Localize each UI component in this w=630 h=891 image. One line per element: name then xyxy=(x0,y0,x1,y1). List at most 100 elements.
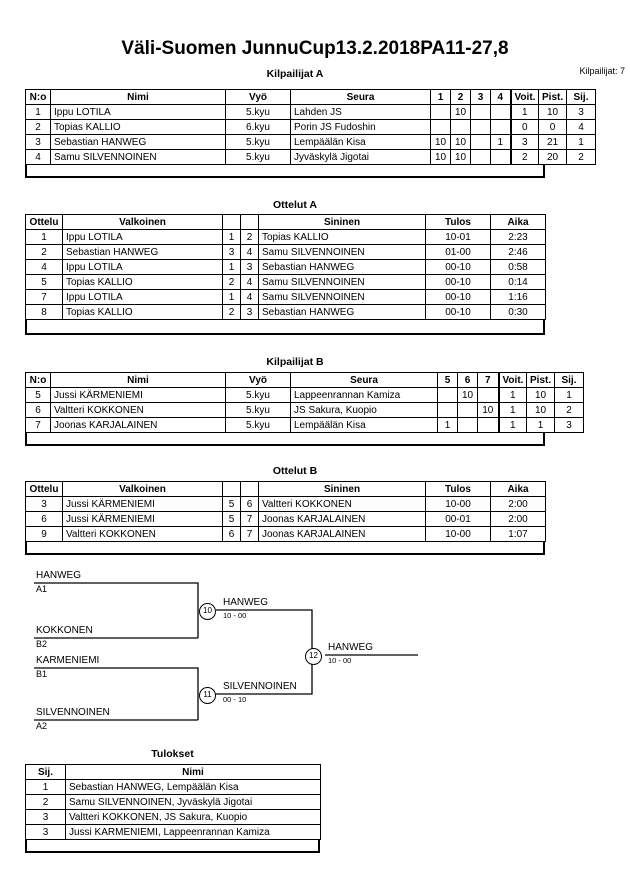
col-result: Tulos xyxy=(425,214,491,230)
table-row: 7 Joonas KARJALAINEN 5.kyu Lempäälän Kis… xyxy=(25,417,584,433)
table-row: 8 Topias KALLIO 2 3 Sebastian HANWEG 00-… xyxy=(25,304,546,320)
cell-wins: 0 xyxy=(509,119,539,135)
cell-white-no: 3 xyxy=(222,244,241,260)
cell-rank: 3 xyxy=(25,824,66,840)
cell-m7: 10 xyxy=(477,402,499,418)
cell-blue-no: 4 xyxy=(240,274,259,290)
cell-name: Sebastian HANWEG xyxy=(50,134,226,150)
cell-match: 8 xyxy=(25,304,63,320)
cell-white: Topias KALLIO xyxy=(62,304,223,320)
cell-m7 xyxy=(477,417,499,433)
pool-a-caption: Kilpailijat A xyxy=(266,68,324,80)
pool-a-table: N:o Nimi Vyö Seura 1 2 3 4 Voit. Pist. S… xyxy=(25,89,596,165)
entrants-count: Kilpailijat: 7 xyxy=(579,66,625,76)
matches-b-caption: Ottelut B xyxy=(272,465,318,477)
cell-blue: Samu SILVENNOINEN xyxy=(258,244,426,260)
bracket-seed-name-b2: KOKKONEN xyxy=(36,625,93,636)
cell-club: Jyväskylä Jigotai xyxy=(290,149,431,165)
col-time: Aika xyxy=(490,481,546,497)
cell-match: 6 xyxy=(25,511,63,527)
col-blue: Sininen xyxy=(258,214,426,230)
table-row: 5 Topias KALLIO 2 4 Samu SILVENNOINEN 00… xyxy=(25,274,546,290)
cell-belt: 5.kyu xyxy=(225,149,291,165)
col-name: Nimi xyxy=(65,764,321,780)
cell-time: 0:14 xyxy=(490,274,546,290)
bracket-node-10: 10 xyxy=(199,603,216,620)
cell-match: 1 xyxy=(25,229,63,245)
cell-m3 xyxy=(470,149,491,165)
event-date: 3.2.2018 xyxy=(346,38,421,59)
cell-wins: 2 xyxy=(509,149,539,165)
cell-club: Lappeenrannan Kamiza xyxy=(290,387,438,403)
table-row: 1 Ippu LOTILA 5.kyu Lahden JS 10 1 10 3 xyxy=(25,104,596,120)
bracket-seed-code-a1: A1 xyxy=(36,584,48,594)
cell-m1: 10 xyxy=(430,134,451,150)
cell-club: Lempäälän Kisa xyxy=(290,417,438,433)
cell-no: 2 xyxy=(25,119,51,135)
cell-white-no: 6 xyxy=(222,526,241,542)
bracket-winner-10: HANWEG xyxy=(223,597,268,608)
cell-name: Valtteri KOKKONEN, JS Sakura, Kuopio xyxy=(65,809,321,825)
table-row: 6 Valtteri KOKKONEN 5.kyu JS Sakura, Kuo… xyxy=(25,402,584,418)
cell-name: Jussi KÄRMENIEMI xyxy=(50,387,226,403)
bracket-winner-12: HANWEG xyxy=(328,642,373,653)
cell-m2 xyxy=(450,119,471,135)
bracket-node-12: 12 xyxy=(305,648,322,665)
bracket-seed-code-a2: A2 xyxy=(36,721,48,731)
col-wins: Voit. xyxy=(497,372,527,388)
cell-wins: 1 xyxy=(509,104,539,120)
cell-white: Jussi KÄRMENIEMI xyxy=(62,511,223,527)
pool-b-header-row: N:o Nimi Vyö Seura 5 6 7 Voit. Pist. Sij… xyxy=(25,372,584,388)
cell-match: 4 xyxy=(25,259,63,275)
cell-time: 0:30 xyxy=(490,304,546,320)
col-no: N:o xyxy=(25,89,51,105)
table-row: 5 Jussi KÄRMENIEMI 5.kyu Lappeenrannan K… xyxy=(25,387,584,403)
col-m3: 3 xyxy=(470,89,491,105)
cell-time: 0:58 xyxy=(490,259,546,275)
cell-points: 1 xyxy=(526,417,555,433)
cell-m4 xyxy=(490,119,511,135)
cell-rank: 2 xyxy=(554,402,584,418)
col-blue-no xyxy=(240,481,259,497)
cell-blue: Sebastian HANWEG xyxy=(258,259,426,275)
col-rank: Sij. xyxy=(25,764,66,780)
cell-blue-no: 7 xyxy=(240,511,259,527)
bracket-seed-name-b1: KARMENIEMI xyxy=(36,655,100,666)
bracket-seed-name-a1: HANWEG xyxy=(36,570,81,581)
cell-no: 6 xyxy=(25,402,51,418)
cell-result: 01-00 xyxy=(425,244,491,260)
cell-wins: 1 xyxy=(497,417,527,433)
results-table: Sij. Nimi 1 Sebastian HANWEG, Lempäälän … xyxy=(25,764,321,840)
col-m2: 2 xyxy=(450,89,471,105)
cell-blue: Valtteri KOKKONEN xyxy=(258,496,426,512)
cell-time: 2:00 xyxy=(490,511,546,527)
matches-b-table: Ottelu Valkoinen Sininen Tulos Aika 3 Ju… xyxy=(25,481,546,542)
col-white-no xyxy=(222,481,241,497)
col-belt: Vyö xyxy=(225,89,291,105)
col-belt: Vyö xyxy=(225,372,291,388)
cell-match: 3 xyxy=(25,496,63,512)
cell-points: 21 xyxy=(538,134,567,150)
bracket-seed-code-b1: B1 xyxy=(36,669,48,679)
col-white: Valkoinen xyxy=(62,481,223,497)
col-time: Aika xyxy=(490,214,546,230)
col-m6: 6 xyxy=(457,372,478,388)
cell-name: Sebastian HANWEG, Lempäälän Kisa xyxy=(65,779,321,795)
event-title: Väli-Suomen JunnuCup1 xyxy=(121,38,347,59)
event-category: PA11-27,8 xyxy=(420,38,509,59)
cell-name: Ippu LOTILA xyxy=(50,104,226,120)
cell-white: Topias KALLIO xyxy=(62,274,223,290)
cell-match: 9 xyxy=(25,526,63,542)
col-m4: 4 xyxy=(490,89,511,105)
cell-result: 10-00 xyxy=(425,496,491,512)
table-row: 3 Sebastian HANWEG 5.kyu Lempäälän Kisa … xyxy=(25,134,596,150)
cell-white: Jussi KÄRMENIEMI xyxy=(62,496,223,512)
cell-white-no: 5 xyxy=(222,496,241,512)
pool-b-caption: Kilpailijat B xyxy=(266,356,324,368)
results-header-row: Sij. Nimi xyxy=(25,764,321,780)
bracket-seed-name-a2: SILVENNOINEN xyxy=(36,707,110,718)
cell-m6: 10 xyxy=(457,387,478,403)
cell-blue-no: 4 xyxy=(240,289,259,305)
table-row: 7 Ippu LOTILA 1 4 Samu SILVENNOINEN 00-1… xyxy=(25,289,546,305)
cell-blue: Sebastian HANWEG xyxy=(258,304,426,320)
